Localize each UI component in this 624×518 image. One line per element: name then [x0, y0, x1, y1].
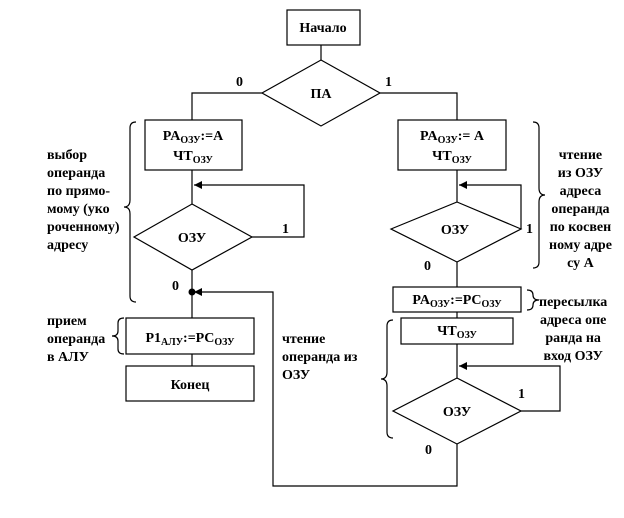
connector-line — [191, 92, 262, 120]
alu-block-label: P1АЛУ:=PCОЗУ — [145, 331, 235, 348]
branch-zero-label: 0 — [236, 75, 243, 90]
connector-line — [380, 92, 458, 120]
loop-one-label-right: 1 — [526, 222, 533, 237]
right-forward-block — [392, 286, 522, 313]
decision-ozu-left — [132, 203, 254, 271]
decision-ozu-right — [389, 201, 523, 263]
start-block — [286, 9, 361, 46]
exit-zero-label-right: 0 — [424, 259, 431, 274]
left-block-line2: ЧТОЗУ — [173, 149, 213, 166]
end-block — [125, 365, 255, 402]
note-direct-address: выбор операнда по прямо- мому (уко рочен… — [47, 148, 120, 253]
right-block-line2: ЧТОЗУ — [432, 149, 472, 166]
bracket-forward — [526, 289, 540, 311]
note-forward-address: пересылка адреса опе ранда на вход ОЗУ — [539, 295, 608, 364]
right-read-block — [400, 317, 514, 345]
bracket-direct — [123, 121, 137, 303]
alu-receive-block — [125, 317, 255, 355]
bracket-indirect — [532, 121, 546, 269]
left-address-block — [144, 119, 243, 171]
loop-line — [459, 181, 522, 229]
bracket-read — [380, 319, 394, 439]
branch-one-label: 1 — [385, 75, 392, 90]
note-receive-operand: прием операнда в АЛУ — [47, 314, 106, 365]
decision-ozu-bottom-label: ОЗУ — [443, 405, 471, 420]
right-block3-label: ЧТОЗУ — [437, 324, 477, 341]
start-label: Начало — [299, 21, 346, 36]
return-line — [194, 288, 458, 487]
loop-one-label-left: 1 — [282, 222, 289, 237]
decision-ozu-bottom — [391, 377, 523, 445]
note-indirect-address: чтение из ОЗУ адреса операнда по косвен … — [549, 148, 612, 271]
exit-zero-label-left: 0 — [172, 279, 179, 294]
decision-ozu-right-label: ОЗУ — [441, 223, 469, 238]
decision-ozu-left-label: ОЗУ — [178, 231, 206, 246]
loop-one-label-bottom: 1 — [518, 387, 525, 402]
right-address-block — [397, 119, 507, 171]
right-block-line1: PAОЗУ:= A — [420, 129, 485, 146]
end-label: Конец — [171, 378, 210, 393]
left-block-line1: PAОЗУ:=A — [163, 129, 224, 146]
junction-dot — [188, 288, 196, 296]
right-block2-label: PAОЗУ:=PCОЗУ — [412, 293, 502, 310]
note-read-operand: чтение операнда из ОЗУ — [282, 332, 358, 383]
loop-line — [459, 362, 561, 412]
exit-zero-label-bottom: 0 — [425, 443, 432, 458]
loop-line — [194, 181, 305, 238]
decision-pa-label: ПА — [311, 87, 333, 102]
decision-pa — [260, 59, 382, 127]
bracket-receive — [111, 317, 125, 355]
